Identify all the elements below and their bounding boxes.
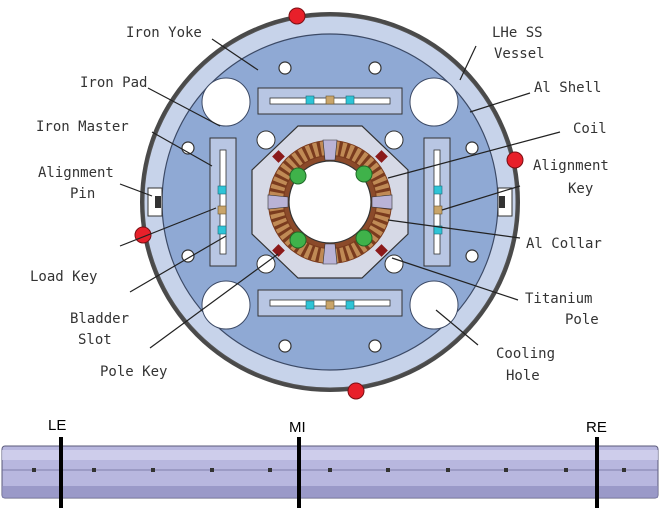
cooling-hole-tr: [409, 77, 459, 127]
alignment-pin-left: [155, 196, 161, 208]
cooling-hole-bl: [201, 280, 251, 330]
label-re: RE: [586, 419, 607, 436]
label-load-key: Load Key: [30, 269, 97, 285]
label-lhe-vessel-1: LHe SS: [492, 25, 543, 41]
pole-keys: [272, 150, 388, 257]
label-titanium-pole-2: Pole: [565, 312, 599, 328]
label-iron-pad: Iron Pad: [80, 75, 147, 91]
green-markers: [289, 165, 373, 249]
label-alignment-key-2: Key: [568, 181, 593, 197]
label-alignment-key-1: Alignment: [533, 158, 609, 174]
label-iron-yoke: Iron Yoke: [126, 25, 202, 41]
label-al-collar: Al Collar: [526, 236, 602, 252]
bladder-slot-left: [219, 149, 227, 255]
label-bladder-slot-1: Bladder: [70, 311, 129, 327]
collar-holes: [256, 130, 404, 274]
bore: [288, 160, 372, 244]
bladder-slot-right: [433, 149, 441, 255]
alignment-pin-right: [499, 196, 505, 208]
yoke-small-holes: [181, 61, 479, 353]
label-pole-key: Pole Key: [100, 364, 167, 380]
label-coil: Coil: [573, 121, 607, 137]
labels-right: LHe SS Vessel Al Shell Coil Alignment Ke…: [492, 25, 609, 384]
label-iron-master: Iron Master: [36, 119, 129, 135]
cross-section: [134, 7, 524, 400]
cooling-hole-br: [409, 280, 459, 330]
titanium-poles: [267, 139, 393, 265]
label-titanium-pole-1: Titanium: [525, 291, 592, 307]
label-alignment-pin-2: Pin: [70, 186, 95, 202]
label-alignment-pin-1: Alignment: [38, 165, 114, 181]
label-lhe-vessel-2: Vessel: [494, 46, 545, 62]
cooling-hole-tl: [201, 77, 251, 127]
cylinder-shadow: [2, 486, 658, 498]
cylinder-fasteners: [32, 468, 626, 472]
label-cooling-hole-2: Hole: [506, 368, 540, 384]
labels-left: Iron Yoke Iron Pad Iron Master Alignment…: [30, 25, 202, 380]
longitudinal-view: LE MI RE: [1, 417, 659, 508]
label-mi: MI: [289, 419, 306, 436]
leader-lines: [119, 38, 561, 349]
load-keys: [217, 95, 443, 310]
label-le: LE: [48, 417, 66, 434]
cylinder-highlight: [2, 450, 658, 460]
label-al-shell: Al Shell: [534, 80, 601, 96]
label-bladder-slot-2: Slot: [78, 332, 112, 348]
label-cooling-hole-1: Cooling: [496, 346, 555, 362]
